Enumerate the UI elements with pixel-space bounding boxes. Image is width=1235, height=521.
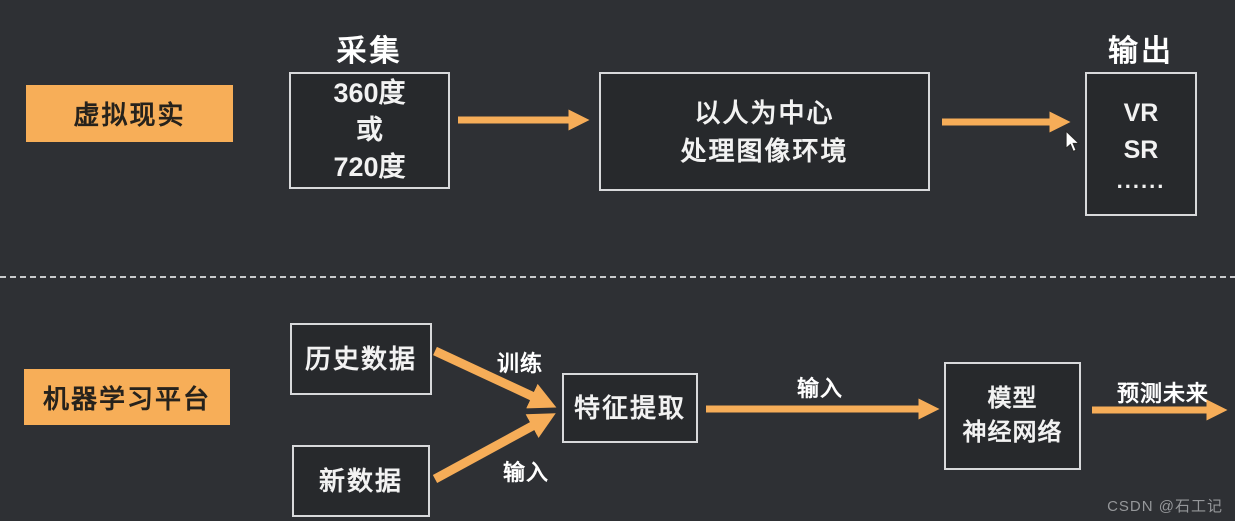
collect-line: 720度 (333, 152, 406, 182)
collect-header: 采集 (336, 35, 403, 68)
output-line: VR (1123, 99, 1159, 127)
train-arrow-label: 训练 (496, 351, 543, 376)
process-line: 以人为中心 (694, 97, 835, 128)
model-line: 模型 (987, 385, 1038, 412)
model-line: 神经网络 (962, 419, 1063, 446)
predict-arrow-label: 预测未来 (1116, 381, 1209, 406)
vr-row-label: 虚拟现实 (26, 85, 233, 142)
historical-data-box: 历史数据 (290, 323, 432, 395)
section-divider (0, 276, 1235, 278)
output-line: SR (1123, 136, 1159, 164)
process-box: 以人为中心 处理图像环境 (599, 72, 930, 191)
process-line: 处理图像环境 (680, 135, 849, 166)
watermark: CSDN @石工记 (1107, 498, 1223, 515)
output-box: VR SR ...... (1085, 72, 1197, 216)
collect-box: 360度 或 720度 (289, 72, 450, 189)
new-data-box: 新数据 (292, 445, 430, 517)
ml-row-label: 机器学习平台 (24, 369, 230, 425)
feature-extraction-box: 特征提取 (562, 373, 698, 443)
collect-line: 或 (356, 115, 383, 145)
mouse-cursor-icon (1065, 130, 1081, 153)
collect-line: 360度 (333, 78, 406, 108)
output-ellipsis: ...... (1116, 168, 1166, 193)
model-box: 模型 神经网络 (944, 362, 1081, 470)
input-arrow-label-bottom: 输入 (502, 460, 549, 485)
output-header: 输出 (1108, 35, 1174, 68)
input-arrow-label-mid: 输入 (796, 376, 843, 401)
